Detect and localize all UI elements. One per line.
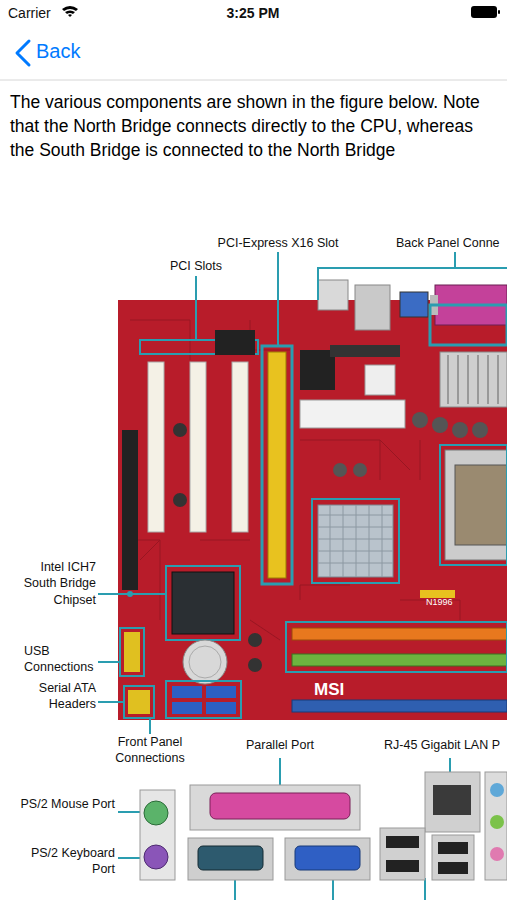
part-label: Parallel Port bbox=[230, 737, 330, 753]
part-label: RJ-45 Gigabit LAN P bbox=[384, 737, 505, 753]
part-label: Back Panel Conne bbox=[396, 235, 505, 251]
part-label: Intel ICH7 South Bridge Chipset bbox=[12, 559, 96, 608]
body-paragraph: The various components are shown in the … bbox=[10, 90, 502, 162]
part-label: USB Connections bbox=[24, 643, 98, 676]
part-label: PCI-Express X16 Slot bbox=[208, 235, 348, 251]
board-brand: MSI bbox=[314, 679, 384, 701]
part-label: Front Panel Connections bbox=[108, 734, 192, 767]
part-label: Serial ATA Headers bbox=[22, 680, 96, 713]
part-label: PCI Slots bbox=[156, 258, 236, 274]
status-carrier: Carrier bbox=[8, 4, 88, 22]
back-button: Back bbox=[36, 38, 116, 64]
status-time: 3:25 PM bbox=[203, 4, 303, 22]
part-label: PS/2 Mouse Port bbox=[20, 796, 115, 812]
board-marking: N1996 bbox=[426, 597, 476, 609]
part-label: PS/2 Keyboard Port bbox=[20, 845, 115, 878]
